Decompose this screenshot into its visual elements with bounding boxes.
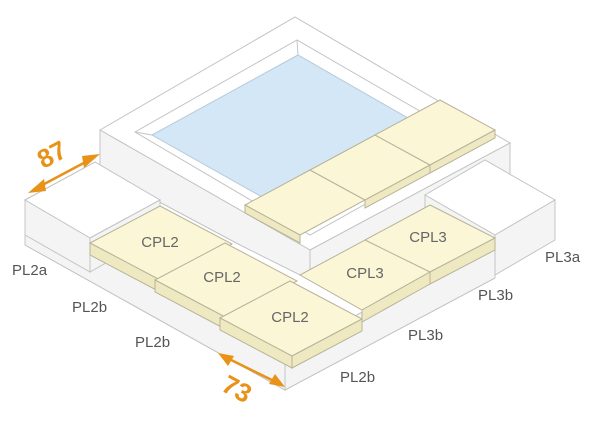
edge-label-pl3b-2: PL3b <box>408 327 443 344</box>
edge-label-pl3a: PL3a <box>545 249 581 266</box>
panel-label-cpl3-2: CPL3 <box>409 229 447 246</box>
upper-step-panels <box>243 99 497 244</box>
panel-label-cpl2-1: CPL2 <box>141 234 179 251</box>
edge-label-pl2b-3: PL2b <box>340 369 375 386</box>
cpl2-panels <box>88 205 364 369</box>
panel-label-cpl2-3: CPL2 <box>271 309 309 326</box>
panel-label-cpl2-2: CPL2 <box>203 269 241 286</box>
edge-label-pl2a: PL2a <box>12 262 48 279</box>
dimension-label-87: 87 <box>32 134 72 174</box>
cpl3-panels <box>298 204 497 323</box>
dimension-label-73: 73 <box>217 369 257 409</box>
edge-label-pl2b-1: PL2b <box>72 299 107 316</box>
edge-label-pl2b-2: PL2b <box>135 334 170 351</box>
edge-label-pl3b-1: PL3b <box>478 287 513 304</box>
panel-label-cpl3-1: CPL3 <box>346 265 384 282</box>
